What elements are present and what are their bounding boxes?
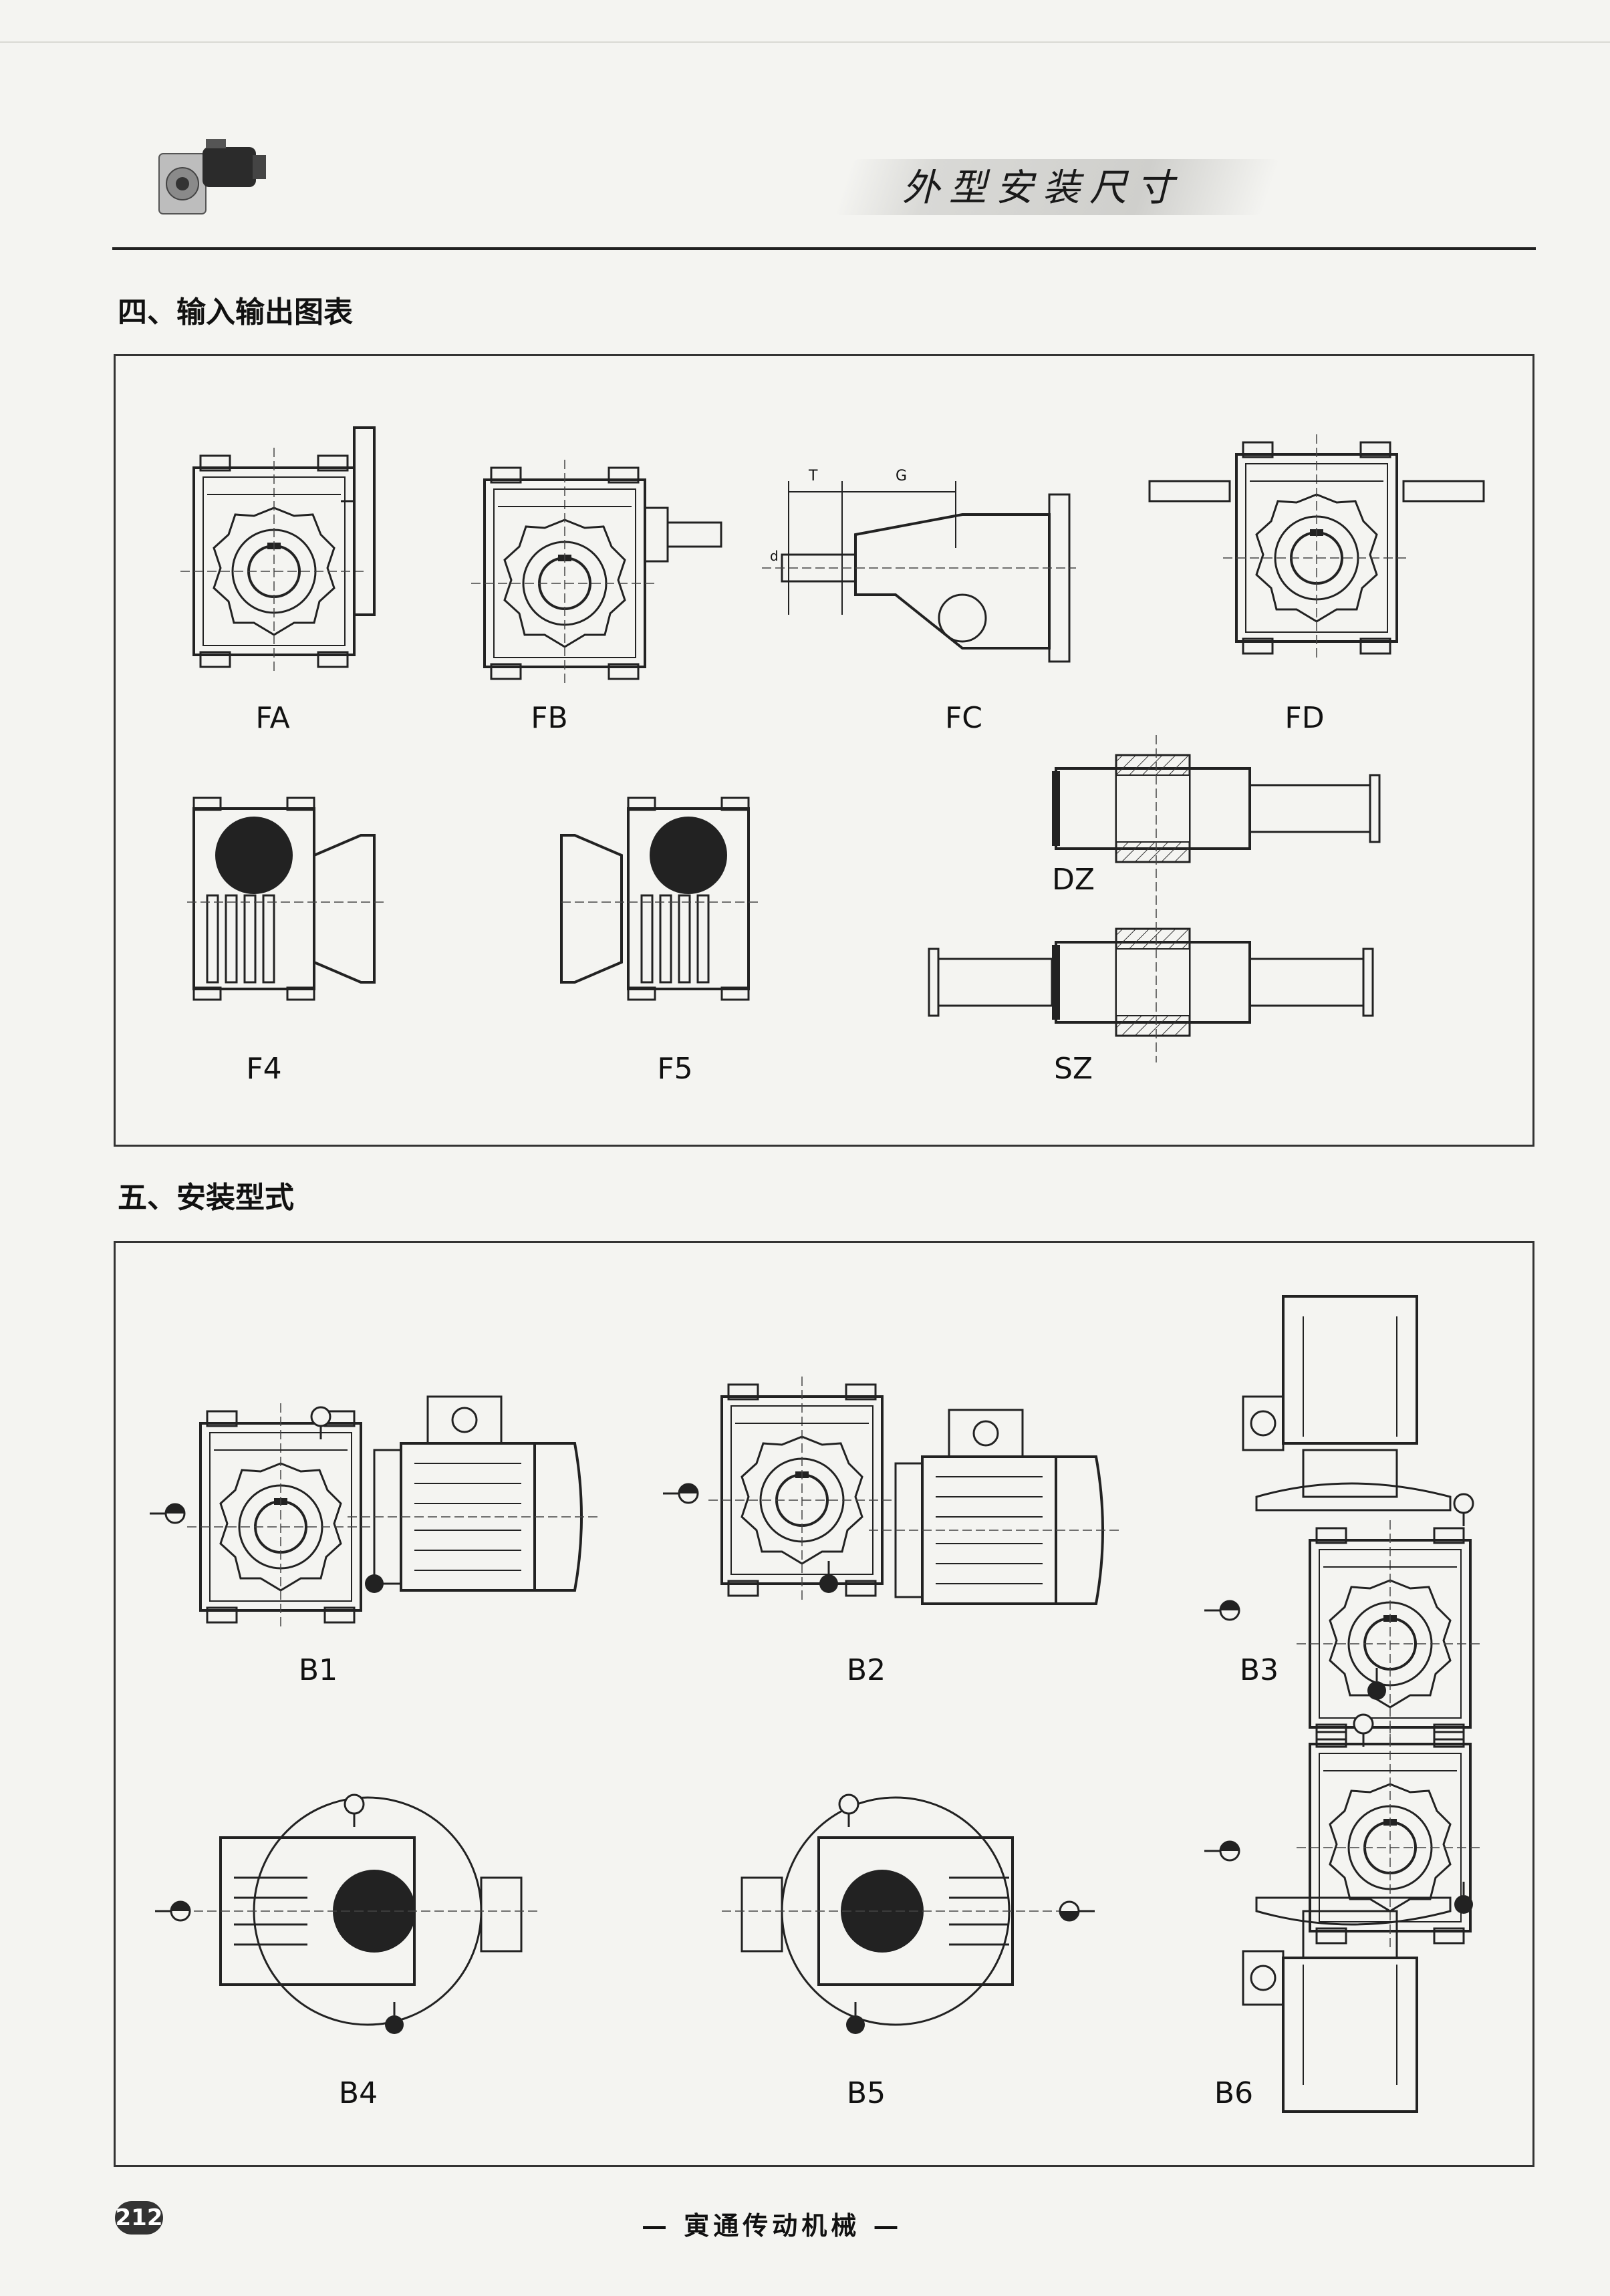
fd-diagram xyxy=(1150,433,1497,663)
fc-dim-t: T xyxy=(809,468,818,484)
dz-diagram xyxy=(1051,748,1397,882)
b5-diagram xyxy=(722,1793,1096,2035)
b4-diagram xyxy=(154,1793,541,2035)
f4-label: F4 xyxy=(246,1052,282,1086)
b3-label: B3 xyxy=(1239,1653,1279,1687)
fc-dim-d: d xyxy=(770,548,779,564)
b1-diagram xyxy=(148,1395,603,1632)
b4-label: B4 xyxy=(338,2076,378,2110)
top-scan-line xyxy=(0,41,1610,43)
b3-diagram xyxy=(1203,1290,1485,1749)
footer-company: — 寅通传动机械 — xyxy=(642,2211,903,2241)
sz-diagram xyxy=(929,909,1397,1062)
fb-diagram xyxy=(470,458,745,688)
io-diagram-panel xyxy=(114,354,1534,1147)
b1-label: B1 xyxy=(298,1653,338,1687)
fc-label: FC xyxy=(944,701,983,735)
fa-diagram xyxy=(179,428,401,676)
b6-diagram xyxy=(1203,1713,1485,2125)
page-title: 外型安装尺寸 xyxy=(902,166,1183,210)
fa-label: FA xyxy=(255,701,290,735)
f5-diagram xyxy=(561,797,762,1001)
fc-dim-g: G xyxy=(896,468,908,484)
b6-label: B6 xyxy=(1214,2076,1254,2110)
b2-diagram xyxy=(662,1375,1124,1605)
fc-diagram xyxy=(762,468,1083,668)
b2-label: B2 xyxy=(846,1653,886,1687)
page-number-badge: 212 xyxy=(115,2201,163,2235)
mounting-diagram-panel xyxy=(114,1241,1534,2167)
fd-label: FD xyxy=(1285,701,1325,735)
product-thumbnail xyxy=(152,134,286,227)
worm-gear-reducer-icon xyxy=(158,139,266,214)
section-title-mounting: 五、安装型式 xyxy=(118,1181,294,1215)
f4-diagram xyxy=(187,797,388,1001)
sz-label: SZ xyxy=(1053,1052,1093,1086)
b5-label: B5 xyxy=(846,2076,886,2110)
fb-label: FB xyxy=(531,701,568,735)
header-divider xyxy=(112,247,1536,250)
f5-label: F5 xyxy=(657,1052,693,1086)
dz-label: DZ xyxy=(1051,863,1095,897)
section-title-io: 四、输入输出图表 xyxy=(118,295,353,329)
